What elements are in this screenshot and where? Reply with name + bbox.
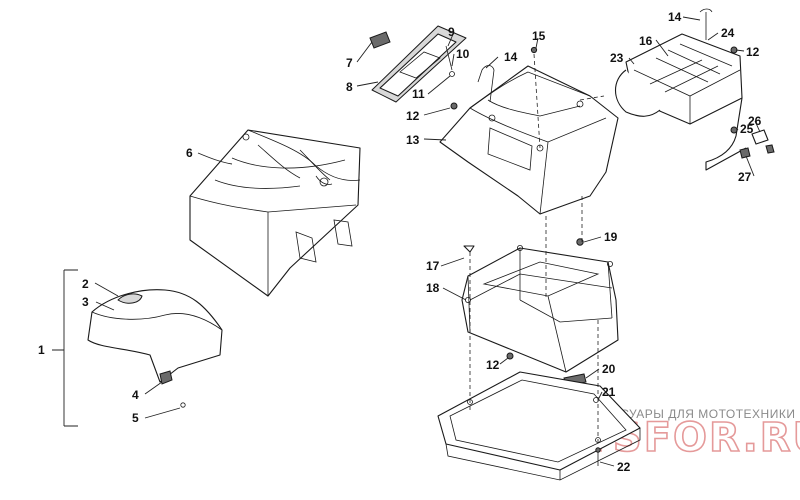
callout-1: 1	[38, 343, 45, 357]
callout-3: 3	[82, 295, 89, 309]
callout-20: 20	[602, 362, 616, 376]
callout-23: 23	[610, 51, 624, 65]
leader-lines	[52, 16, 761, 467]
callout-19: 19	[604, 230, 618, 244]
part-lid-panel	[369, 25, 467, 103]
callout-8: 8	[346, 80, 353, 94]
callout-5: 5	[132, 411, 139, 425]
part-rack-fasteners	[730, 46, 775, 159]
callout-10: 10	[456, 47, 470, 61]
callout-26: 26	[748, 114, 762, 128]
callout-14-rack: 14	[668, 10, 682, 24]
callout-14-box: 14	[504, 50, 518, 64]
callout-25: 25	[740, 122, 754, 136]
callout-4: 4	[132, 388, 139, 402]
callout-12-rack: 12	[746, 45, 760, 59]
callout-27: 27	[738, 170, 752, 184]
callout-12-box: 12	[406, 109, 420, 123]
callout-9: 9	[448, 25, 455, 39]
alignment-lines	[469, 53, 605, 444]
callout-6: 6	[186, 146, 193, 160]
callout-24: 24	[721, 26, 735, 40]
callout-2: 2	[82, 277, 89, 291]
callout-labels: 1 2 3 4 5 6 7 8 9 10 11 12 12 12 13 14 1…	[38, 10, 762, 474]
callout-13: 13	[406, 133, 420, 147]
callout-18: 18	[426, 281, 440, 295]
callout-11: 11	[412, 87, 425, 101]
part-rear-storage-box	[439, 65, 619, 215]
callout-15: 15	[532, 29, 546, 43]
callout-17: 17	[426, 259, 440, 273]
part-storage-bag	[189, 129, 361, 297]
callout-16: 16	[639, 34, 653, 48]
part-front-pad	[87, 289, 223, 408]
callout-7: 7	[346, 56, 353, 70]
callout-12-frame: 12	[486, 358, 500, 372]
callout-22: 22	[617, 460, 631, 474]
callout-21: 21	[602, 385, 616, 399]
part-small-fasteners	[450, 46, 601, 466]
part-rear-rack	[614, 8, 747, 171]
part-support-frame	[461, 244, 619, 387]
part-base-tray	[437, 371, 641, 481]
